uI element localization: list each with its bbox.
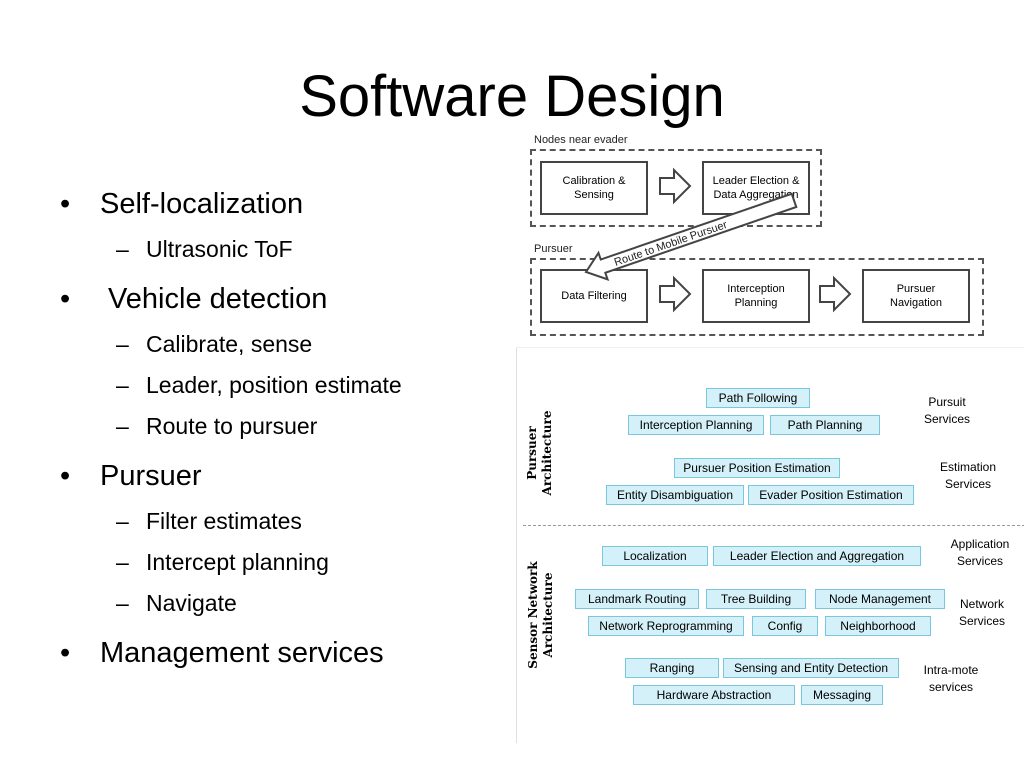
service-label-application: Application Services: [950, 537, 1010, 568]
bullet-dot: •: [60, 460, 71, 492]
bullet-dot: •: [60, 637, 71, 669]
sub-bullet-text: Intercept planning: [146, 549, 329, 575]
sub-bullet-dash: –: [116, 549, 129, 575]
service-label-estimation: Estimation Services: [939, 460, 997, 491]
flow-arrow: [659, 167, 692, 205]
bullet-item: • Management services: [60, 635, 520, 671]
module-sensing-entity-detection: Sensing and Entity Detection: [723, 658, 899, 678]
bullet-dot: •: [60, 283, 71, 315]
section-label-sensor-network: Sensor Network Architecture: [526, 561, 555, 669]
section-divider: [523, 525, 1024, 526]
bullet-dot: •: [60, 188, 71, 220]
group-label: Pursuer: [532, 243, 575, 255]
sub-bullet-item: –Navigate: [60, 589, 520, 617]
sub-bullet-dash: –: [116, 372, 129, 398]
flow-arrow: [659, 275, 692, 313]
module-ranging: Ranging: [625, 658, 719, 678]
module-localization: Localization: [602, 546, 708, 566]
service-label-intra-mote: Intra-mote services: [923, 663, 979, 694]
sub-bullet-text: Ultrasonic ToF: [146, 236, 293, 262]
module-leader-election: Leader Election and Aggregation: [713, 546, 921, 566]
module-interception-planning: Interception Planning: [628, 415, 764, 435]
flow-arrows: Route to Mobile Pursuer: [584, 167, 852, 313]
bullet-text: Management services: [100, 637, 384, 669]
route-label: Route to Mobile Pursuer: [613, 219, 729, 269]
flow-box-pursuer-navigation: Pursuer Navigation: [862, 269, 970, 323]
slide-title: Software Design: [299, 64, 725, 129]
module-hardware-abstraction: Hardware Abstraction: [633, 685, 795, 705]
bullet-item: • Pursuer: [60, 458, 520, 494]
flow-diagram: Nodes near evader Pursuer Calibration & …: [528, 134, 988, 336]
module-path-following: Path Following: [706, 388, 810, 408]
module-config: Config: [752, 616, 818, 636]
module-node-management: Node Management: [815, 589, 945, 609]
bullet-item: • Vehicle detection: [60, 281, 520, 317]
module-neighborhood: Neighborhood: [825, 616, 931, 636]
group-pursuer: [530, 258, 984, 336]
route-arrow: [584, 192, 798, 281]
flow-box-calibration: Calibration & Sensing: [540, 161, 648, 215]
module-entity-disambiguation: Entity Disambiguation: [606, 485, 744, 505]
service-label-pursuit: Pursuit Services: [923, 395, 970, 426]
sub-bullet-dash: –: [116, 413, 129, 439]
sub-bullet-text: Filter estimates: [146, 508, 302, 534]
sub-bullet-dash: –: [116, 508, 129, 534]
flow-arrow: [819, 275, 852, 313]
module-evader-position-estimation: Evader Position Estimation: [748, 485, 914, 505]
flow-box-interception-planning: Interception Planning: [702, 269, 810, 323]
sub-bullet-dash: –: [116, 590, 129, 616]
group-label: Nodes near evader: [532, 134, 630, 146]
bullet-text: Pursuer: [100, 460, 202, 492]
module-pursuer-position-estimation: Pursuer Position Estimation: [674, 458, 840, 478]
sub-bullet-text: Leader, position estimate: [146, 372, 402, 398]
section-label-pursuer: Pursuer Architecture: [525, 410, 554, 496]
sub-bullet-dash: –: [116, 331, 129, 357]
service-label-network: Network Services: [958, 597, 1005, 628]
sub-bullet-dash: –: [116, 236, 129, 262]
sub-bullet-item: –Route to pursuer: [60, 412, 520, 440]
sub-bullet-item: –Calibrate, sense: [60, 330, 520, 358]
sub-bullet-item: –Filter estimates: [60, 507, 520, 535]
architecture-diagram: Pursuer Architecture Sensor Network Arch…: [516, 347, 1024, 743]
sub-bullet-item: –Ultrasonic ToF: [60, 235, 520, 263]
flow-box-data-filtering: Data Filtering: [540, 269, 648, 323]
group-nodes-near-evader: [530, 149, 822, 227]
sub-bullet-text: Navigate: [146, 590, 237, 616]
module-path-planning: Path Planning: [770, 415, 880, 435]
module-tree-building: Tree Building: [706, 589, 806, 609]
sub-bullet-item: –Leader, position estimate: [60, 371, 520, 399]
sub-bullet-text: Route to pursuer: [146, 413, 318, 439]
sub-bullet-item: –Intercept planning: [60, 548, 520, 576]
bullet-list: •Self-localization –Ultrasonic ToF • Veh…: [60, 186, 520, 671]
bullet-text: Self-localization: [100, 188, 304, 220]
module-messaging: Messaging: [801, 685, 883, 705]
bullet-text: Vehicle detection: [100, 283, 328, 315]
module-landmark-routing: Landmark Routing: [575, 589, 699, 609]
sub-bullet-text: Calibrate, sense: [146, 331, 313, 357]
module-network-reprogramming: Network Reprogramming: [588, 616, 744, 636]
bullet-item: • Self-localization: [60, 186, 520, 222]
